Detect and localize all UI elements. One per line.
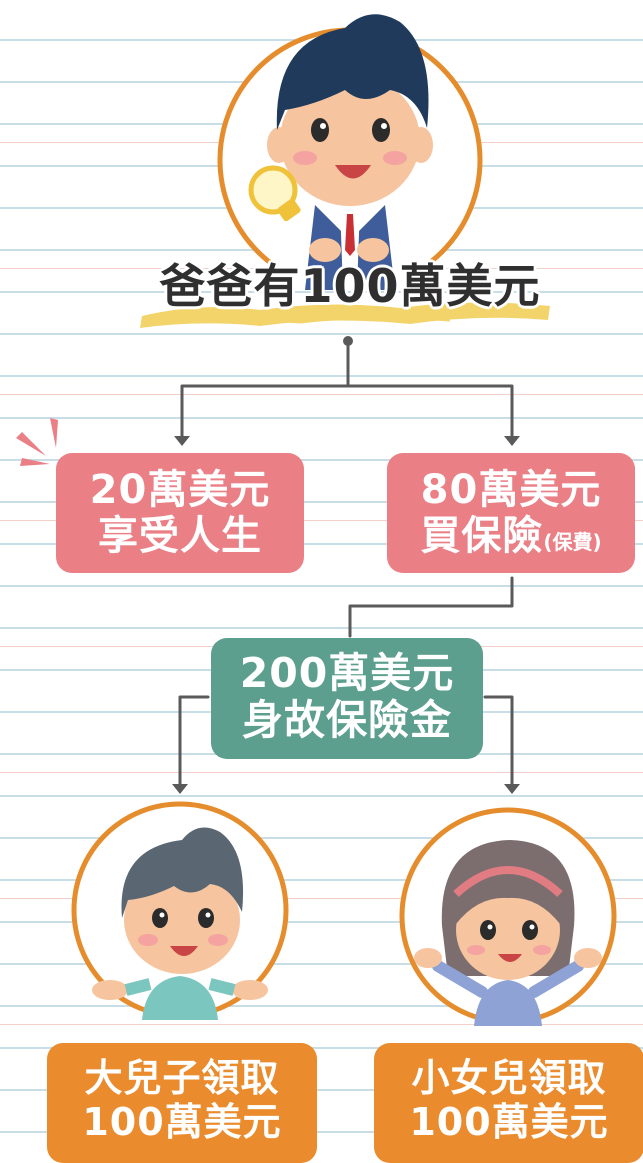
arrow-head: [172, 784, 188, 794]
insurance-amount: 80萬美元: [420, 467, 602, 513]
paper-line: [0, 394, 643, 395]
connector-insurance-to-benefit: [348, 576, 514, 638]
connector-father-split: [180, 338, 514, 440]
son-amount: 100萬美元: [82, 1099, 282, 1144]
daughter-label: 小女兒領取: [411, 1056, 607, 1100]
daughter-illustration: [399, 807, 617, 1026]
insurance-node: 80萬美元 買保險(保費): [387, 453, 635, 573]
son-label: 大兒子領取: [84, 1056, 280, 1100]
arrow-head: [504, 784, 520, 794]
light-bulb-icon: [248, 165, 301, 222]
spend-node: 20萬美元 享受人生: [56, 453, 304, 573]
arrow-head: [174, 436, 190, 446]
paper-line: [0, 520, 643, 521]
brush-stroke: [140, 302, 550, 328]
spend-amount: 20萬美元: [89, 467, 271, 513]
son-node: 大兒子領取 100萬美元: [47, 1043, 317, 1163]
insurance-purpose-wrap: 買保險(保費): [387, 513, 635, 559]
daughter-node: 小女兒領取 100萬美元: [374, 1043, 643, 1163]
connector-benefit-split: [178, 695, 514, 788]
daughter-amount: 100萬美元: [409, 1099, 609, 1144]
death-benefit-node: 200萬美元 身故保險金: [211, 638, 483, 759]
insurance-purpose: 買保險: [420, 513, 544, 559]
benefit-label: 身故保險金: [242, 696, 452, 745]
paper-line: [0, 898, 643, 899]
spark-burst-icon: [16, 418, 58, 466]
son-illustration: [71, 801, 289, 1020]
paper-line: [0, 1024, 643, 1025]
father-illustration: [217, 14, 483, 290]
insurance-note: (保費): [543, 530, 602, 554]
connector-dot: [343, 336, 353, 346]
diagram-title: 爸爸有100萬美元: [159, 259, 541, 313]
title-block: 爸爸有100萬美元: [130, 250, 570, 340]
spend-purpose: 享受人生: [98, 513, 262, 559]
paper-line: [0, 772, 643, 773]
benefit-amount: 200萬美元: [239, 649, 455, 697]
arrow-head: [504, 436, 520, 446]
